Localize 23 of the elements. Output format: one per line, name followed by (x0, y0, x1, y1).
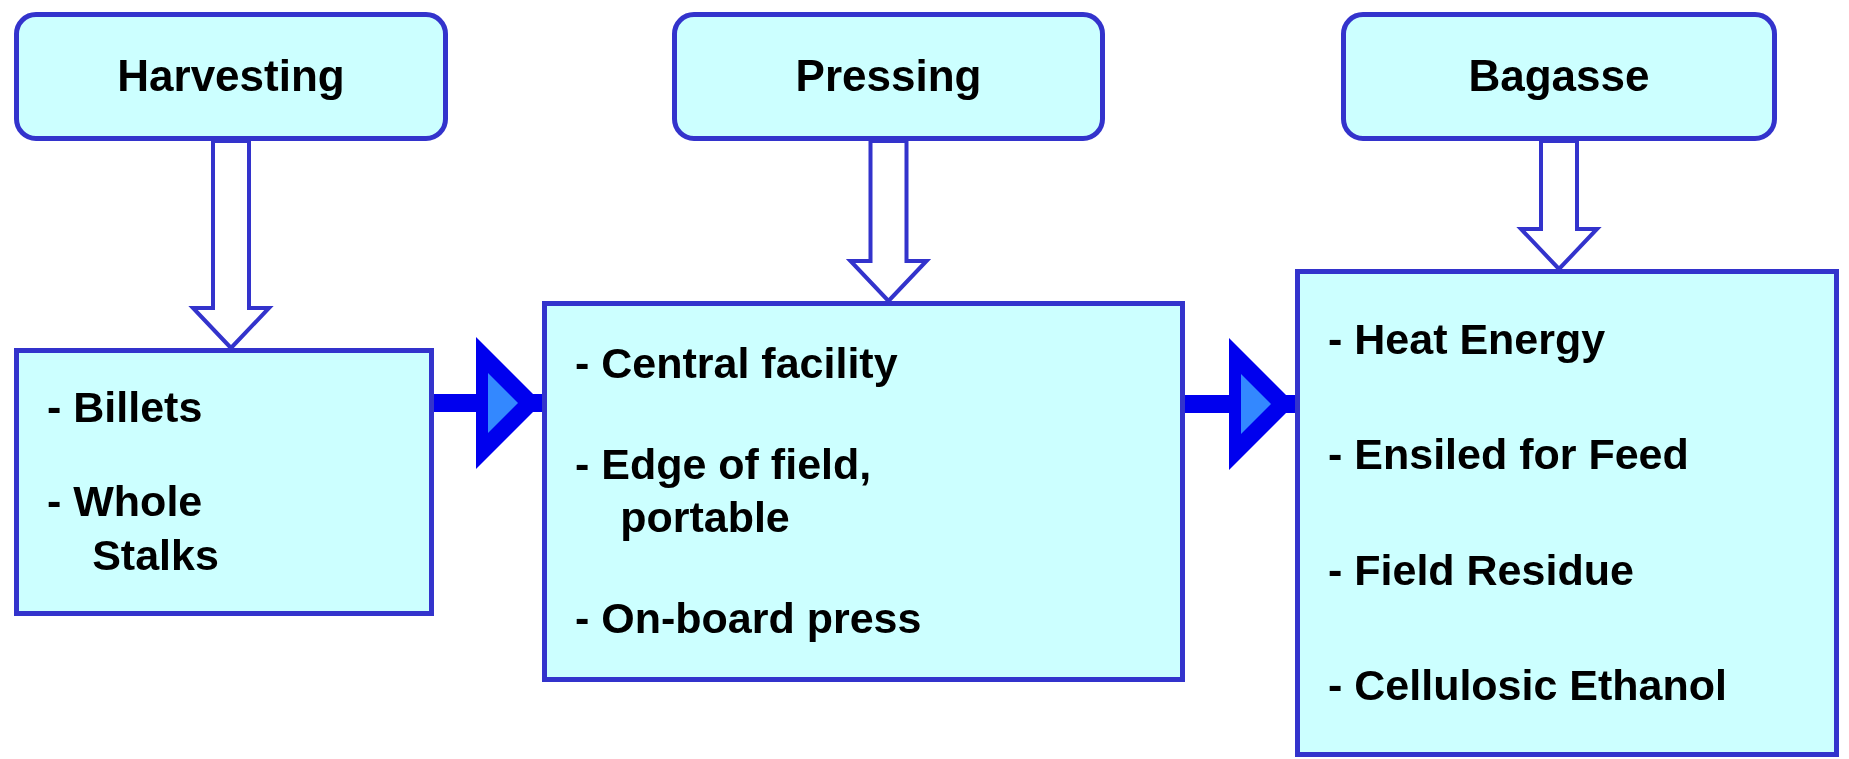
list-item: - Heat Energy (1328, 313, 1607, 365)
stage-title: Pressing (795, 50, 982, 103)
options-box (542, 301, 1185, 682)
list-item: - Whole Stalks (47, 476, 220, 582)
stage-title: Harvesting (117, 50, 345, 103)
options-box (14, 348, 434, 616)
arrow (1185, 338, 1295, 470)
list-item: - Field Residue (1328, 544, 1635, 596)
stage-title: Bagasse (1468, 50, 1650, 103)
stage-heading-box (1341, 12, 1777, 141)
list-item: - On-board press (575, 592, 923, 644)
stage-heading-box (672, 12, 1105, 141)
list-item: - Ensiled for Feed (1328, 429, 1690, 481)
list-item: - Billets (47, 382, 204, 434)
block-arrow (845, 139, 932, 304)
list-item: - Central facility (575, 338, 899, 390)
list-item: - Cellulosic Ethanol (1328, 660, 1728, 712)
stage-heading-box (14, 12, 448, 141)
list-item: - Edge of field, portable (575, 438, 873, 544)
block-arrow (188, 139, 274, 351)
block-arrow (1516, 139, 1602, 272)
arrow (434, 337, 542, 469)
options-box (1295, 269, 1839, 757)
